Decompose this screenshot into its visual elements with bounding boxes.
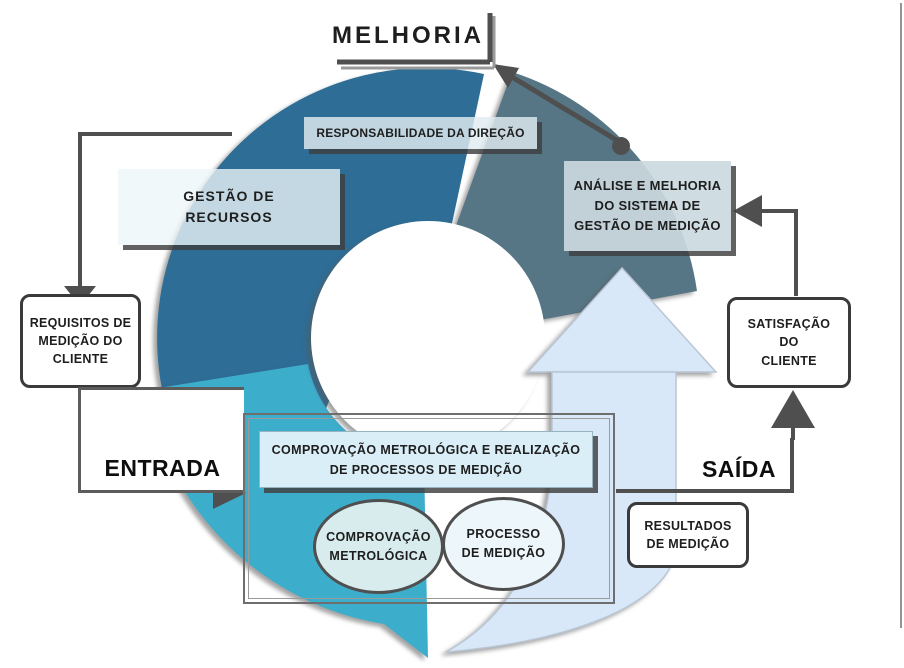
customer-satisfaction-box: SATISFAÇÃO DO CLIENTE [727, 297, 851, 388]
management-responsibility-label: RESPONSABILIDADE DA DIREÇÃO [316, 126, 525, 140]
arrowheads [64, 64, 815, 509]
customer-requirements-label: REQUISITOS DE MEDIÇÃO DO CLIENTE [29, 315, 132, 367]
process-inner-frame [248, 418, 610, 599]
cycle-hub [311, 221, 545, 455]
connector-lines [78, 3, 902, 628]
process-header-label: COMPROVAÇÃO METROLÓGICA E REALIZAÇÃO DE … [271, 442, 581, 477]
melhoria-bracket-icon [337, 13, 496, 70]
arrowhead-up-into-satisfaction [771, 390, 815, 428]
analysis-improvement-label: ANÁLISE E MELHORIA DO SISTEMA DE GESTÃO … [573, 177, 722, 234]
process-outer-frame [243, 413, 615, 604]
analysis-improvement-box: ANÁLISE E MELHORIA DO SISTEMA DE GESTÃO … [564, 161, 731, 251]
entrada-label: ENTRADA [104, 455, 221, 481]
improvement-arrow-dot [612, 137, 630, 155]
measurement-process-ellipse: PROCESSO DE MEDIÇÃO [442, 497, 565, 591]
diagram-title-text: MELHORIA [332, 22, 484, 49]
line-improvement-arrow [510, 74, 620, 144]
resource-management-box: GESTÃO DE RECURSOS [118, 169, 340, 245]
management-responsibility-box: RESPONSABILIDADE DA DIREÇÃO [304, 117, 537, 149]
arrowhead-up-to-melhoria [493, 64, 519, 88]
customer-satisfaction-label: SATISFAÇÃO DO CLIENTE [747, 317, 831, 368]
customer-requirements-box: REQUISITOS DE MEDIÇÃO DO CLIENTE [20, 294, 141, 388]
metrological-confirmation-label: COMPROVAÇÃO METROLÓGICA [326, 529, 431, 563]
arrowhead-left-into-analysis [733, 195, 762, 227]
entrada-box: ENTRADA [78, 387, 244, 493]
resource-management-label: GESTÃO DE RECURSOS [183, 188, 275, 225]
diagram-title: MELHORIA [330, 16, 486, 56]
metrological-confirmation-ellipse: COMPROVAÇÃO METROLÓGICA [313, 499, 444, 594]
line-satisfaction-to-analysis [760, 209, 798, 296]
saida-label: SAÍDA [701, 456, 776, 482]
measurement-process-label: PROCESSO DE MEDIÇÃO [461, 527, 546, 560]
line-direction-to-requirements [78, 132, 232, 286]
saida-box: SAÍDA [616, 438, 794, 493]
process-header-box: COMPROVAÇÃO METROLÓGICA E REALIZAÇÃO DE … [259, 431, 593, 488]
measurement-results-label: RESULTADOS DE MEDIÇÃO [644, 518, 732, 551]
measurement-results-box: RESULTADOS DE MEDIÇÃO [627, 502, 749, 568]
